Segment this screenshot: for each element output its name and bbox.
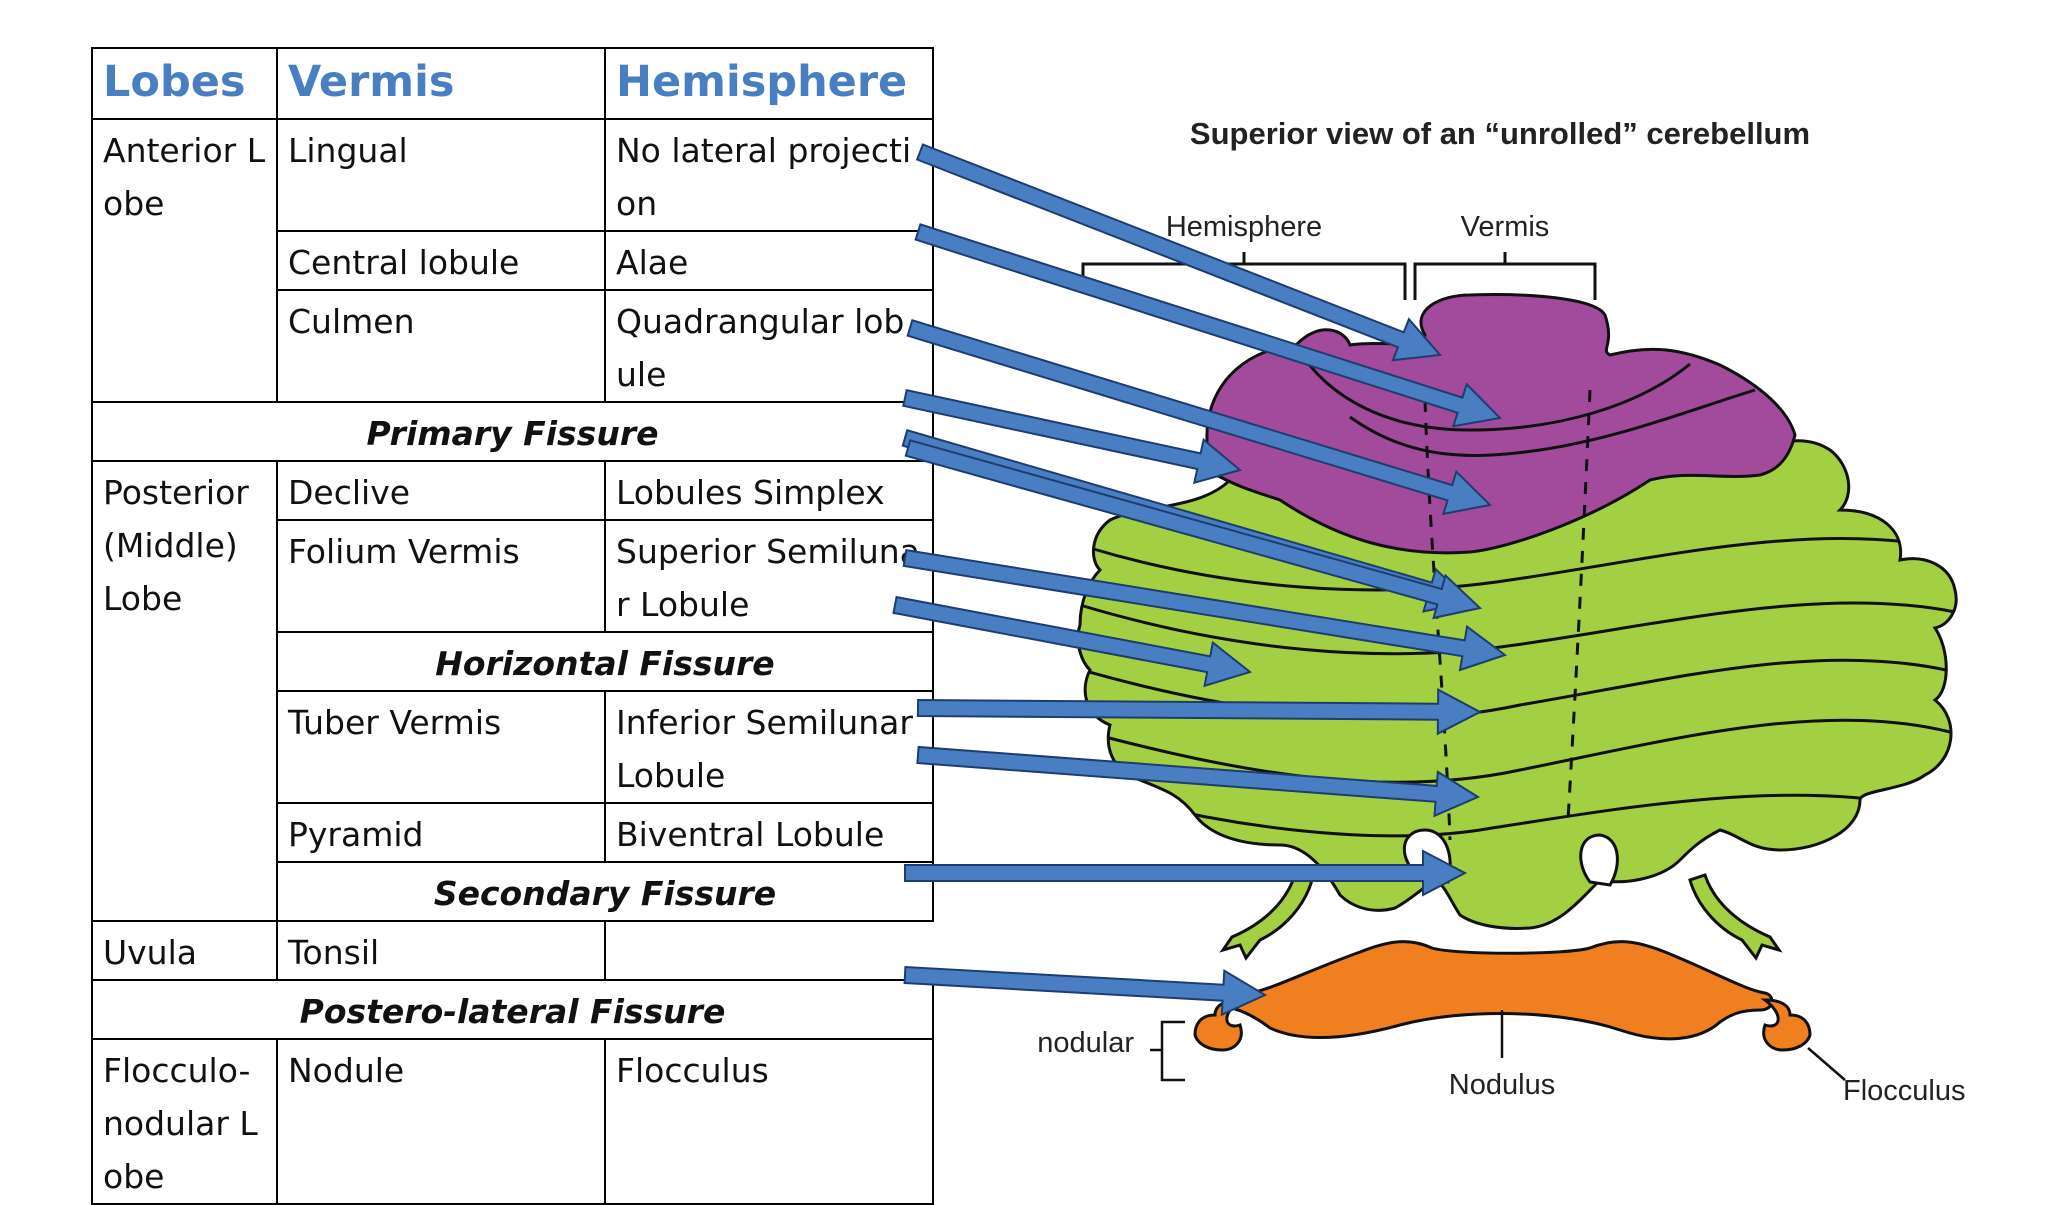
arrow-horizontal-fissure [892, 595, 1253, 688]
anterior-lobe [1205, 293, 1797, 555]
fissure-postero-lateral: Postero-lateral Fissure [91, 979, 934, 1040]
header-vermis: Vermis [276, 47, 606, 120]
fissure-secondary: Secondary Fissure [276, 861, 934, 922]
label-nodular: nodular [1037, 1027, 1134, 1059]
arrow-culmen [906, 319, 1493, 516]
cell-hemisphere-alae: Alae [604, 230, 934, 291]
label-hemisphere: Hemisphere [1166, 211, 1322, 243]
cell-vermis-lingual: Lingual [276, 118, 606, 232]
diagram-title: Superior view of an “unrolled” cerebellu… [1190, 116, 1810, 151]
arrow-tuber-vermis [916, 688, 1483, 736]
cell-hemisphere-superior-semilunar: Superior Semilunar Lobule [604, 519, 934, 633]
region-brackets [1081, 252, 1597, 300]
cell-vermis-culmen: Culmen [276, 289, 606, 403]
arrow-primary-fissure [902, 389, 1243, 485]
pointer-lines [1150, 1010, 1846, 1082]
arrow-uvula [904, 849, 1468, 897]
arrow-pyramid [916, 745, 1481, 818]
nodular-bracket [1150, 1020, 1185, 1082]
arrow-declive [904, 439, 1483, 620]
flocculus-peduncles [1219, 873, 1783, 961]
flocculus-pointer [1807, 1047, 1846, 1081]
cell-vermis-tuber: Tuber Vermis [276, 690, 606, 804]
mapping-arrows [892, 143, 1508, 1017]
cerebellum-diagram: Superior view of an “unrolled” cerebellu… [892, 116, 1966, 1107]
arrow-flocculus [903, 965, 1268, 1017]
cell-posterior-lobe: Posterior (Middle) Lobe [91, 460, 278, 922]
fissure-horizontal: Horizontal Fissure [276, 631, 934, 692]
vermis-boundary-lines [1423, 389, 1592, 841]
anterior-folia [1296, 348, 1756, 457]
header-hemisphere: Hemisphere [604, 47, 934, 120]
fissure-primary: Primary Fissure [91, 401, 934, 462]
lobe-table: Lobes Vermis Hemisphere Anterior Lobe Li… [91, 47, 934, 1205]
folia-lines [1078, 536, 1956, 838]
cell-hemisphere-biventral: Biventral Lobule [604, 802, 934, 863]
cell-vermis-pyramid: Pyramid [276, 802, 606, 863]
flocculonodular-lobe [1193, 940, 1812, 1052]
label-flocculus: Flocculus [1843, 1075, 1966, 1107]
cell-hemisphere-inferior-semilunar: Inferior Semilunar Lobule [604, 690, 934, 804]
arrow-central-lobule [914, 223, 1503, 428]
arrow-lingual [915, 143, 1443, 362]
cell-vermis-declive: Declive [276, 460, 606, 521]
label-vermis: Vermis [1461, 211, 1550, 243]
cell-hemisphere-no-lateral: No lateral projection [604, 118, 934, 232]
right-tonsil-notch [1579, 833, 1619, 887]
label-nodulus: Nodulus [1449, 1069, 1555, 1101]
cell-anterior-lobe: Anterior Lobe [91, 118, 278, 403]
cell-hemisphere-simplex: Lobules Simplex [604, 460, 934, 521]
arrow-folium-vermis [902, 548, 1508, 672]
cell-vermis-uvula: Uvula [91, 920, 278, 981]
header-lobes: Lobes [91, 47, 278, 120]
cell-hemisphere-quadrangular: Quadrangular lobule [604, 289, 934, 403]
cell-vermis-folium: Folium Vermis [276, 519, 606, 633]
cell-hemisphere-tonsil: Tonsil [276, 920, 606, 981]
cell-vermis-central: Central lobule [276, 230, 606, 291]
